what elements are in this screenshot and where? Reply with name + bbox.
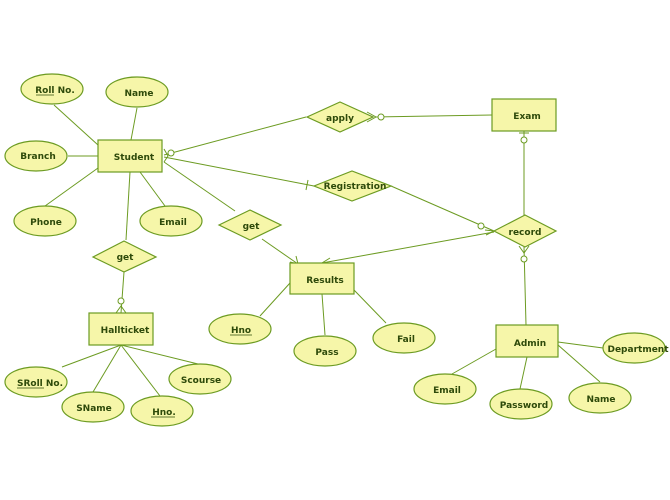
attribute-label: Hno. bbox=[152, 408, 176, 418]
attribute-sroll-no[interactable]: SRoll No. bbox=[4, 366, 68, 398]
relationship-label: apply bbox=[326, 114, 354, 124]
attribute-label: Scourse bbox=[181, 376, 221, 386]
attribute-roll-no[interactable]: Roll No. bbox=[20, 73, 84, 105]
edge-student-name bbox=[130, 107, 138, 141]
edge-get-results bbox=[261, 238, 299, 265]
edge-registration-record bbox=[390, 185, 495, 232]
edge-student-apply bbox=[163, 116, 307, 156]
zero-marker bbox=[520, 136, 528, 144]
zero-marker bbox=[520, 255, 528, 263]
attribute-label: Name bbox=[124, 89, 153, 99]
attribute-admin-name[interactable]: Name bbox=[568, 382, 632, 414]
attribute-label: SRoll No. bbox=[17, 379, 63, 389]
edge-student-rollno bbox=[53, 104, 99, 146]
one-marker bbox=[305, 179, 309, 191]
entity-admin[interactable]: Admin bbox=[495, 324, 559, 358]
entity-student[interactable]: Student bbox=[97, 139, 163, 173]
attribute-label: Branch bbox=[20, 152, 56, 162]
edge-admin-email bbox=[451, 348, 497, 375]
attribute-label: Email bbox=[433, 386, 461, 396]
attribute-name[interactable]: Name bbox=[105, 76, 169, 108]
connectors bbox=[44, 104, 604, 397]
entity-label: Admin bbox=[514, 339, 546, 349]
edge-hallticket-sname bbox=[92, 344, 122, 393]
entity-exam[interactable]: Exam bbox=[491, 98, 557, 132]
attribute-admin-email[interactable]: Email bbox=[413, 373, 477, 405]
edge-hallticket-sroll bbox=[61, 344, 122, 368]
entity-label: Results bbox=[306, 276, 344, 286]
attribute-pass[interactable]: Pass bbox=[293, 335, 357, 367]
attribute-email[interactable]: Email bbox=[139, 205, 203, 237]
entity-label: Hallticket bbox=[101, 326, 150, 336]
edge-results-pass bbox=[321, 293, 326, 336]
entity-label: Exam bbox=[513, 112, 540, 122]
zero-marker bbox=[477, 222, 485, 230]
zero-marker bbox=[167, 149, 175, 157]
attribute-label: Pass bbox=[315, 348, 338, 358]
attribute-scourse[interactable]: Scourse bbox=[168, 363, 232, 395]
attribute-label: Name bbox=[586, 395, 615, 405]
relationship-record[interactable]: record bbox=[492, 214, 558, 248]
edge-admin-password bbox=[519, 356, 528, 390]
crow-foot-marker bbox=[366, 111, 378, 123]
attribute-hno[interactable]: Hno bbox=[208, 313, 272, 345]
edge-student-email bbox=[139, 171, 166, 207]
attribute-phone[interactable]: Phone bbox=[13, 205, 77, 237]
relationship-apply[interactable]: apply bbox=[305, 101, 375, 133]
edge-record-results bbox=[321, 231, 495, 264]
edge-apply-exam bbox=[375, 114, 493, 118]
relationship-label: Registration bbox=[324, 182, 387, 192]
crow-foot-marker bbox=[518, 245, 530, 254]
cardinality-markers bbox=[115, 111, 530, 314]
edge-results-fail bbox=[353, 289, 387, 324]
attribute-department[interactable]: Department bbox=[602, 332, 669, 364]
edge-student-phone bbox=[44, 167, 99, 207]
attribute-label: Fail bbox=[397, 335, 415, 345]
attribute-hno-dot[interactable]: Hno. bbox=[130, 395, 194, 427]
relationship-registration[interactable]: Registration bbox=[312, 170, 393, 202]
edge-student-get bbox=[163, 161, 236, 212]
relationship-label: get bbox=[243, 222, 261, 232]
attribute-label: Password bbox=[500, 401, 549, 411]
entity-results[interactable]: Results bbox=[289, 262, 355, 295]
attribute-label: Email bbox=[159, 218, 187, 228]
zero-marker bbox=[117, 297, 125, 305]
edge-hallticket-scourse bbox=[120, 344, 199, 365]
edge-student-registration bbox=[163, 156, 315, 187]
attribute-branch[interactable]: Branch bbox=[4, 140, 68, 172]
relationship-label: record bbox=[509, 228, 542, 238]
attribute-password[interactable]: Password bbox=[489, 388, 553, 420]
zero-marker bbox=[377, 113, 385, 121]
relationship-label: get bbox=[117, 253, 135, 263]
relationship-get-results[interactable]: get bbox=[217, 209, 283, 241]
entity-label: Student bbox=[114, 153, 155, 163]
crow-foot-marker bbox=[115, 305, 127, 314]
entity-hallticket[interactable]: Hallticket bbox=[88, 312, 154, 346]
crow-foot-marker bbox=[163, 148, 169, 163]
attribute-label: Department bbox=[607, 345, 669, 355]
attribute-label: Hno bbox=[231, 326, 251, 336]
attribute-sname[interactable]: SName bbox=[61, 391, 125, 423]
edge-hallticket-hno bbox=[120, 344, 161, 397]
attribute-label: Phone bbox=[30, 218, 62, 228]
edge-student-get2 bbox=[125, 171, 131, 241]
attribute-fail[interactable]: Fail bbox=[372, 322, 436, 354]
edge-results-hno bbox=[259, 282, 291, 317]
edge-admin-name bbox=[557, 344, 601, 383]
attribute-label: SName bbox=[76, 404, 112, 414]
relationship-get-hallticket[interactable]: get bbox=[91, 240, 158, 273]
edge-admin-department bbox=[557, 341, 604, 349]
attribute-label: Roll No. bbox=[35, 86, 75, 96]
